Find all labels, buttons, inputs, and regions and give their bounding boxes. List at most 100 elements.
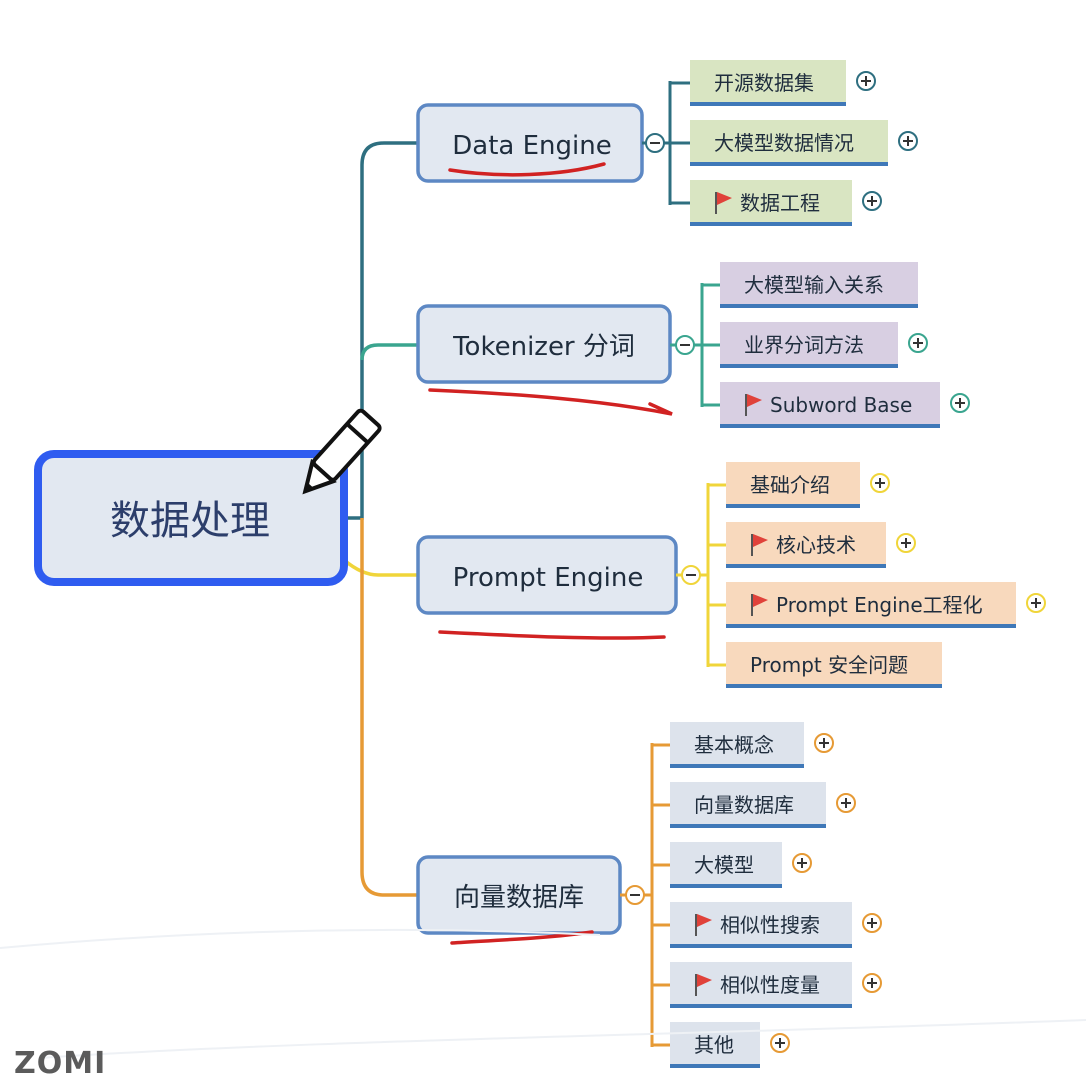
leaf-underline bbox=[720, 364, 898, 368]
branch-node-label[interactable]: Prompt Engine bbox=[453, 563, 644, 593]
leaf-box[interactable] bbox=[690, 120, 888, 166]
branch-node-label[interactable]: Tokenizer 分词 bbox=[452, 332, 635, 362]
leaf-label[interactable]: 大模型输入关系 bbox=[744, 273, 884, 297]
leaf-node[interactable]: 数据工程 bbox=[670, 180, 882, 226]
root-node-box bbox=[34, 450, 348, 586]
expand-icon[interactable] bbox=[862, 973, 882, 993]
leaf-box[interactable] bbox=[670, 722, 804, 768]
leaf-box[interactable] bbox=[720, 262, 918, 308]
expand-icon[interactable] bbox=[1026, 593, 1046, 613]
leaf-node[interactable]: 基础介绍 bbox=[708, 462, 890, 508]
expand-icon[interactable] bbox=[770, 1033, 790, 1053]
collapse-icon[interactable] bbox=[681, 565, 701, 585]
leaf-node[interactable]: 向量数据库 bbox=[652, 782, 856, 828]
expand-icon[interactable] bbox=[836, 793, 856, 813]
leaf-label[interactable]: 大模型 bbox=[694, 853, 754, 877]
leaf-underline bbox=[690, 222, 852, 226]
leaf-node[interactable]: 大模型输入关系 bbox=[702, 262, 918, 308]
flag-cloth bbox=[697, 974, 712, 987]
leaf-label[interactable]: 数据工程 bbox=[740, 191, 820, 215]
leaf-node[interactable]: 基本概念 bbox=[652, 722, 834, 768]
leaf-label[interactable]: 基础介绍 bbox=[750, 473, 830, 497]
expand-icon[interactable] bbox=[856, 71, 876, 91]
annotation-underline-3 bbox=[438, 630, 666, 640]
leaf-box[interactable] bbox=[720, 382, 940, 428]
leaf-node[interactable]: 大模型数据情况 bbox=[670, 120, 918, 166]
expand-icon[interactable] bbox=[814, 733, 834, 753]
connector-data-engine bbox=[344, 141, 418, 520]
leaf-label[interactable]: 大模型数据情况 bbox=[714, 131, 854, 155]
leaf-node[interactable]: 业界分词方法 bbox=[702, 322, 928, 368]
leaf-node[interactable]: 大模型 bbox=[652, 842, 812, 888]
expand-icon[interactable] bbox=[898, 131, 918, 151]
leaf-label[interactable]: Subword Base bbox=[770, 393, 912, 417]
leaf-underline bbox=[670, 764, 804, 768]
leaf-box[interactable] bbox=[726, 642, 942, 688]
expand-icon[interactable] bbox=[950, 393, 970, 413]
leaf-box[interactable] bbox=[726, 582, 1016, 628]
leaf-label[interactable]: 开源数据集 bbox=[714, 71, 814, 95]
leaf-box[interactable] bbox=[670, 842, 782, 888]
leaf-node[interactable]: Prompt Engine工程化 bbox=[708, 582, 1046, 628]
leaf-label[interactable]: Prompt 安全问题 bbox=[750, 653, 908, 677]
connectors bbox=[342, 141, 418, 897]
leaf-node[interactable]: 开源数据集 bbox=[670, 60, 876, 106]
branch-node-label[interactable]: 向量数据库 bbox=[454, 883, 584, 913]
leaf-label[interactable]: Prompt Engine工程化 bbox=[776, 593, 983, 617]
leaf-box[interactable] bbox=[670, 782, 826, 828]
annotations bbox=[0, 162, 1086, 1059]
leaf-label[interactable]: 核心技术 bbox=[776, 533, 856, 557]
pencil-ferrule bbox=[345, 422, 370, 445]
leaf-underline bbox=[690, 162, 888, 166]
leaf-label[interactable]: 基本概念 bbox=[694, 733, 774, 757]
watermark: ZOMI bbox=[14, 1046, 107, 1081]
leaf-underline bbox=[670, 944, 852, 948]
expand-icon[interactable] bbox=[862, 913, 882, 933]
leaf-label[interactable]: 相似性度量 bbox=[720, 973, 820, 997]
expand-icon[interactable] bbox=[908, 333, 928, 353]
leaf-underline bbox=[690, 102, 846, 106]
pencil-tip bbox=[302, 458, 337, 495]
collapse-icon[interactable] bbox=[645, 133, 665, 153]
leaf-node[interactable]: 相似性搜索 bbox=[652, 902, 882, 948]
connector-vector-db bbox=[360, 518, 418, 897]
expand-icon[interactable] bbox=[862, 191, 882, 211]
collapse-icon[interactable] bbox=[625, 885, 645, 905]
flag-icon bbox=[715, 192, 732, 214]
pencil-icon bbox=[302, 408, 382, 495]
expand-icon[interactable] bbox=[896, 533, 916, 553]
leaf-label[interactable]: 向量数据库 bbox=[694, 793, 794, 817]
flag-icon bbox=[745, 394, 762, 416]
branch-node-label[interactable]: Data Engine bbox=[452, 131, 611, 161]
annotation-underline-1 bbox=[448, 162, 606, 177]
leaf-label[interactable]: 其他 bbox=[694, 1033, 734, 1057]
leaf-box[interactable] bbox=[720, 322, 898, 368]
leaf-box[interactable] bbox=[726, 462, 860, 508]
leaf-node[interactable]: Prompt 安全问题 bbox=[708, 642, 942, 688]
leaf-label[interactable]: 相似性搜索 bbox=[720, 913, 820, 937]
leaf-label[interactable]: 业界分词方法 bbox=[744, 333, 864, 357]
leaf-box[interactable] bbox=[690, 60, 846, 106]
flag-icon bbox=[751, 534, 768, 556]
root-node-label: 数据处理 bbox=[110, 498, 270, 544]
leaf-underline bbox=[726, 564, 886, 568]
expand-icon[interactable] bbox=[792, 853, 812, 873]
collapse-icon[interactable] bbox=[675, 335, 695, 355]
leaf-node[interactable]: Subword Base bbox=[702, 382, 970, 428]
leaf-box[interactable] bbox=[670, 1022, 760, 1068]
leaf-node[interactable]: 核心技术 bbox=[708, 522, 916, 568]
bg-swoosh-2 bbox=[39, 1019, 1086, 1059]
flag-cloth bbox=[753, 594, 768, 607]
leaf-node[interactable]: 相似性度量 bbox=[652, 962, 882, 1008]
leaf-node[interactable]: 其他 bbox=[652, 1022, 790, 1068]
leaf-underline bbox=[670, 824, 826, 828]
expand-icon[interactable] bbox=[870, 473, 890, 493]
leaf-underline bbox=[720, 424, 940, 428]
flag-cloth bbox=[753, 534, 768, 547]
leaf-underline bbox=[670, 1064, 760, 1068]
